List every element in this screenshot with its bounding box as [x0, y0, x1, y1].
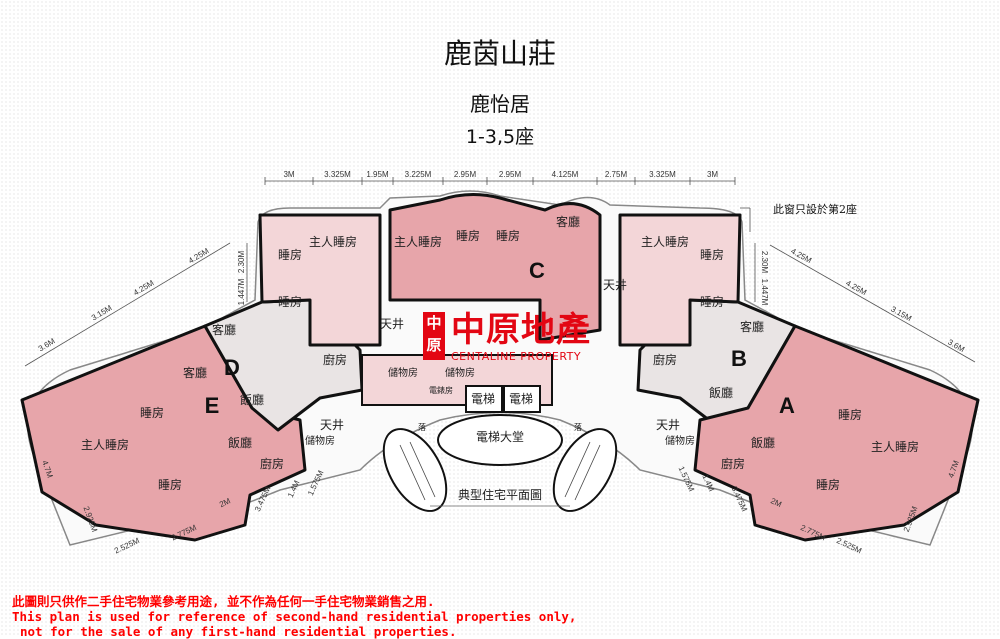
top-dimension-label: 1.95M	[366, 170, 389, 179]
room-bedroom: 睡房	[278, 247, 302, 262]
room-master-bedroom: 主人睡房	[309, 234, 357, 249]
logo-english: CENTALINE PROPERTY	[451, 350, 582, 363]
staircase-left	[382, 428, 448, 512]
room-master-bedroom: 主人睡房	[641, 234, 689, 249]
stair-down-label: 落	[418, 422, 426, 432]
top-dimension-label: 3M	[283, 170, 294, 179]
room-store: 儲物房	[305, 434, 335, 447]
room-kitchen: 廚房	[260, 456, 284, 471]
plan-caption: 典型住宅平面圖	[458, 487, 542, 502]
lift-2[interactable]	[503, 385, 541, 413]
centaline-logo: 中原 中原地產 CENTALINE PROPERTY	[423, 310, 591, 363]
room-lift-lobby: 電梯大堂	[476, 430, 524, 444]
room-store: 儲物房	[445, 366, 475, 379]
disclaimer-en-2: not for the sale of any first-hand resid…	[20, 624, 457, 639]
stair-treads	[399, 441, 601, 501]
right-bottom-dimension: 2M	[769, 496, 783, 509]
disclaimer: 此圖則只供作二手住宅物業參考用途, 並不作為任何一手住宅物業銷售之用. This…	[12, 594, 576, 639]
room-kitchen: 廚房	[323, 352, 347, 367]
top-dimension-label: 3.325M	[649, 170, 676, 179]
room-meter: 電錶房	[429, 385, 453, 395]
room-master-bedroom: 主人睡房	[81, 437, 129, 452]
room-bedroom: 睡房	[838, 407, 862, 422]
left-bottom-dimension: 2M	[218, 496, 232, 509]
room-lightwell: 天井	[603, 278, 627, 292]
room-kitchen: 廚房	[653, 352, 677, 367]
top-dimension-label: 2.75M	[605, 170, 628, 179]
lift-lobby	[437, 414, 563, 466]
top-dimension-label: 3.225M	[405, 170, 432, 179]
top-dimension-label: 2.95M	[499, 170, 522, 179]
room-bedroom: 睡房	[700, 294, 724, 309]
top-dimension-labels: 3M 3.325M 1.95M 3.225M 2.95M 2.95M 4.125M 2.75M…	[283, 170, 718, 179]
top-dimension-label: 3.325M	[324, 170, 351, 179]
estate-title: 鹿茵山莊	[443, 37, 556, 70]
room-bedroom: 睡房	[456, 228, 480, 243]
room-bedroom: 睡房	[158, 477, 182, 492]
block-numbers: 1-3,5座	[465, 126, 535, 148]
top-dimension-label: 4.125M	[552, 170, 579, 179]
room-master-bedroom: 主人睡房	[394, 234, 442, 249]
room-living: 客廳	[183, 365, 207, 380]
room-bedroom: 睡房	[140, 405, 164, 420]
right-vertical-dimension: 2.30M	[760, 251, 769, 274]
logo-mark: 中原	[423, 312, 445, 360]
top-dimension-label: 3M	[707, 170, 718, 179]
right-diagonal-dimension: 3.15M	[889, 304, 913, 323]
window-note: 此窗只設於第2座	[773, 202, 857, 216]
room-lightwell: 天井	[320, 418, 344, 432]
disclaimer-zh: 此圖則只供作二手住宅物業參考用途, 並不作為任何一手住宅物業銷售之用.	[12, 594, 435, 609]
room-master-bedroom: 主人睡房	[871, 439, 919, 454]
room-living: 客廳	[556, 214, 580, 229]
room-dining: 飯廳	[709, 385, 733, 400]
room-lift: 電梯	[509, 392, 533, 406]
room-dining: 飯廳	[240, 392, 264, 407]
room-living: 客廳	[212, 322, 236, 337]
unit-label-d: D	[224, 355, 240, 380]
unit-label-c: C	[529, 258, 545, 283]
building-name: 鹿怡居	[470, 92, 530, 116]
disclaimer-en-1: This plan is used for reference of secon…	[12, 609, 577, 624]
room-kitchen: 廚房	[721, 456, 745, 471]
room-bedroom: 睡房	[700, 247, 724, 262]
room-living: 客廳	[740, 319, 764, 334]
room-bedroom: 睡房	[496, 228, 520, 243]
top-dimension-line	[264, 177, 736, 185]
left-diagonal-dimension: 3.6M	[37, 336, 57, 353]
stair-down-label: 落	[574, 422, 582, 432]
unit-label-b: B	[731, 346, 747, 371]
left-vertical-dimension: 2.30M	[237, 251, 246, 274]
room-lift: 電梯	[471, 392, 495, 406]
top-dimension-label: 2.95M	[454, 170, 477, 179]
room-bedroom: 睡房	[816, 477, 840, 492]
room-labels: 客廳 睡房 主人睡房 睡房 飯廳 廚房 儲物房 客廳 飯廳 睡房 主人睡房 睡房…	[81, 214, 919, 492]
lift-1[interactable]	[465, 385, 503, 413]
room-dining: 飯廳	[751, 435, 775, 450]
room-lightwell: 天井	[380, 317, 404, 331]
left-bottom-dimension: 2.525M	[113, 536, 141, 556]
staircase-right	[552, 428, 618, 512]
room-store: 儲物房	[388, 366, 418, 379]
unit-label-a: A	[779, 393, 795, 418]
room-bedroom: 睡房	[278, 294, 302, 309]
diagonal-dimension-lines	[24, 207, 976, 367]
room-store: 儲物房	[665, 434, 695, 447]
right-vertical-dimension: 1.447M	[760, 279, 769, 306]
left-diagonal-dimension: 4.25M	[187, 246, 211, 265]
unit-d-bedroom-block	[258, 213, 382, 347]
unit-b-bedroom-block	[618, 213, 742, 347]
left-vertical-dimension: 1.447M	[237, 278, 246, 305]
unit-a[interactable]	[693, 324, 980, 542]
right-bottom-dimension: 2.525M	[835, 536, 863, 556]
room-dining: 飯廳	[228, 435, 252, 450]
logo-chinese: 中原地產	[451, 310, 591, 350]
unit-c[interactable]	[388, 193, 602, 342]
room-lightwell: 天井	[656, 418, 680, 432]
unit-label-e: E	[205, 393, 220, 418]
